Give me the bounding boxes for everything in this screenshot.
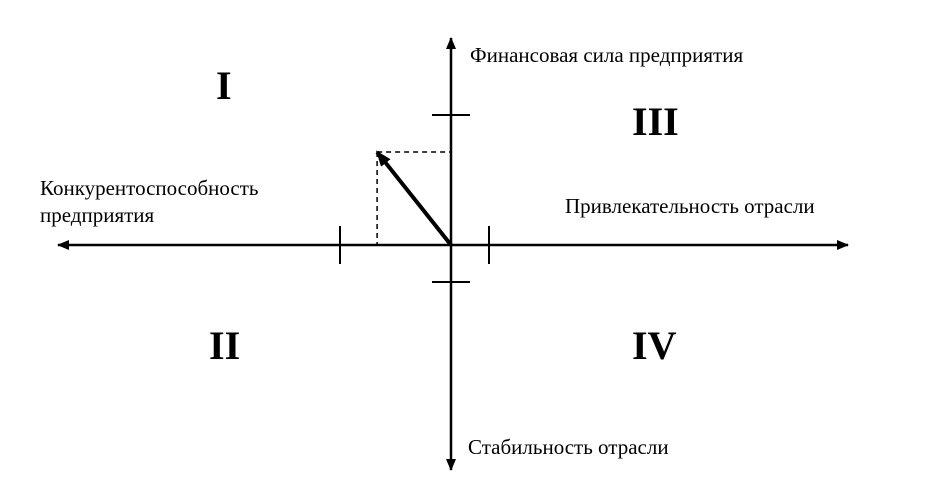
quadrant-label-3: III <box>632 99 679 144</box>
axis-label-industry-attractiveness: Привлекательность отрасли <box>565 194 815 218</box>
axis-label-industry-stability: Стабильность отрасли <box>468 435 669 459</box>
axis-label-financial-strength: Финансовая сила предприятия <box>470 43 744 67</box>
quadrant-label-4: IV <box>632 323 677 368</box>
axis-label-competitiveness-line1: Конкурентоспособность <box>40 176 259 200</box>
axis-label-competitiveness-line2: предприятия <box>40 203 155 227</box>
position-vector <box>375 150 453 247</box>
quadrant-label-1: I <box>216 63 232 108</box>
quadrant-label-2: II <box>209 323 241 368</box>
